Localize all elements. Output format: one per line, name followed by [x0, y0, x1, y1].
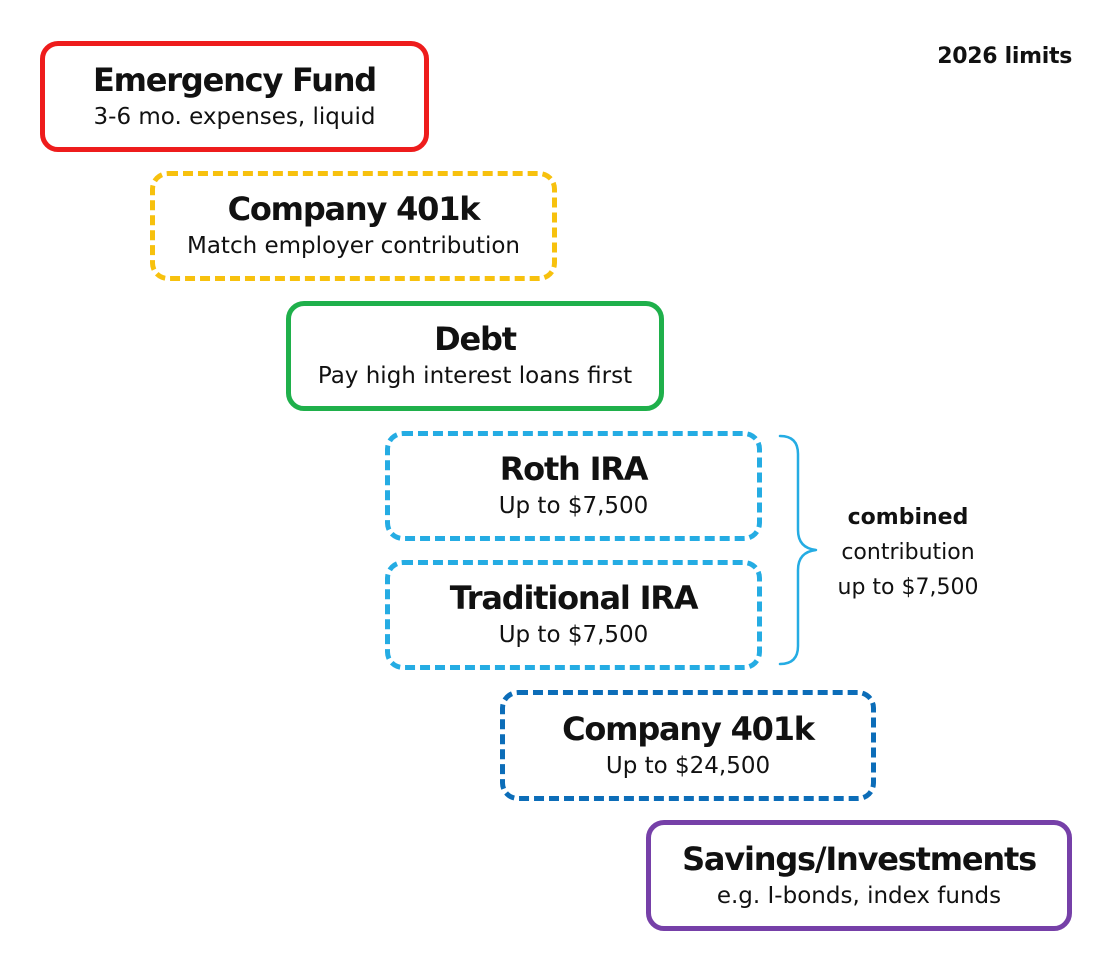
step-title: Debt	[434, 320, 517, 358]
combined-limit-label: up to $7,500	[837, 575, 979, 600]
step-title: Emergency Fund	[93, 60, 377, 99]
step-title: Savings/Investments	[682, 839, 1037, 878]
step-subtitle: Up to $24,500	[605, 752, 771, 779]
step-company-401k-max: Company 401k Up to $24,500	[500, 690, 876, 801]
ira-bracket-icon	[778, 434, 818, 666]
step-savings-investments: Savings/Investments e.g. I-bonds, index …	[646, 820, 1072, 931]
limits-year-label: 2026 limits	[937, 44, 1072, 69]
step-subtitle: e.g. I-bonds, index funds	[716, 882, 1002, 909]
step-traditional-ira: Traditional IRA Up to $7,500	[385, 560, 762, 670]
step-subtitle: Pay high interest loans first	[317, 363, 633, 389]
step-title: Company 401k	[562, 709, 815, 748]
combined-contribution-note: combined contribution up to $7,500	[818, 500, 998, 605]
contribution-label: contribution	[841, 540, 975, 565]
step-emergency-fund: Emergency Fund 3-6 mo. expenses, liquid	[40, 41, 429, 152]
step-subtitle: Up to $7,500	[498, 622, 649, 648]
combined-label: combined	[847, 505, 969, 530]
step-title: Company 401k	[227, 190, 481, 228]
step-roth-ira: Roth IRA Up to $7,500	[385, 431, 762, 541]
step-company-401k-match: Company 401k Match employer contribution	[150, 171, 557, 281]
step-subtitle: Match employer contribution	[186, 233, 521, 259]
step-subtitle: Up to $7,500	[498, 493, 649, 519]
step-title: Traditional IRA	[449, 579, 699, 617]
step-subtitle: 3-6 mo. expenses, liquid	[93, 103, 376, 130]
step-title: Roth IRA	[499, 450, 649, 488]
step-debt: Debt Pay high interest loans first	[286, 301, 664, 411]
